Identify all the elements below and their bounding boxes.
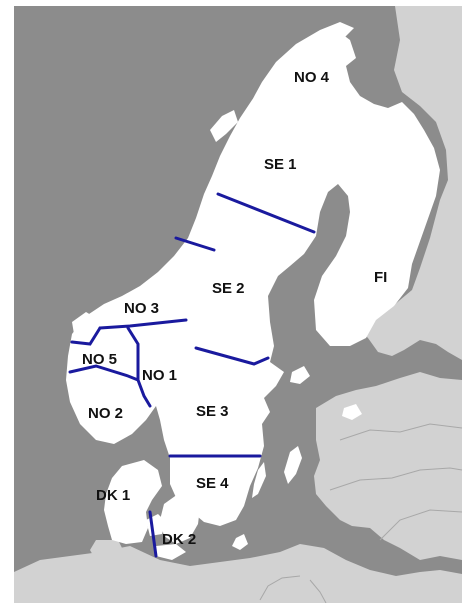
baltic-border-3: [379, 509, 463, 541]
foreign-land: [14, 6, 462, 603]
bornholm: [232, 534, 248, 550]
border-no5-no1: [126, 326, 140, 382]
zone-label-no2: NO 2: [88, 405, 123, 422]
zone-borders: [68, 192, 316, 558]
baltic-border-1: [339, 423, 463, 441]
foreign-borders: [259, 423, 463, 603]
border-se2-se3: [194, 346, 270, 366]
poland-germany-land: [14, 544, 462, 603]
germany-north-land: [90, 540, 126, 568]
zone-label-fi: FI: [374, 269, 387, 286]
zone-label-no3: NO 3: [124, 300, 159, 317]
zealand: [160, 494, 200, 544]
saaremaa: [342, 404, 362, 420]
baltic-border-2: [329, 467, 463, 491]
zone-label-se1: SE 1: [264, 156, 297, 173]
zone-label-no4: NO 4: [294, 69, 330, 86]
jutland: [104, 460, 162, 544]
norway-west-islands: [72, 312, 96, 334]
zone-label-no5: NO 5: [82, 351, 117, 368]
border-no4-no3: [174, 236, 216, 252]
border-no3-no5-west: [70, 326, 102, 346]
lolland: [156, 544, 186, 560]
oland: [252, 462, 266, 498]
border-no3-no5-no1: [98, 318, 188, 330]
poland-border: [259, 575, 301, 601]
border-dk1-dk2: [148, 510, 158, 558]
border-no5-no2: [68, 364, 152, 408]
germany-poland-border: [309, 579, 327, 603]
zone-label-se2: SE 2: [212, 280, 245, 297]
gotland: [284, 446, 302, 484]
scandinavia-landmass: [66, 28, 440, 526]
finnmark-coast: [250, 22, 354, 104]
border-se1-se2: [216, 192, 316, 234]
zone-label-dk2: DK 2: [162, 531, 196, 548]
lofoten-islands: [210, 110, 238, 142]
zone-label-dk1: DK 1: [96, 487, 130, 504]
zone-label-se4: SE 4: [196, 475, 229, 492]
zone-label-no1: NO 1: [142, 367, 177, 384]
nordic-land: [66, 22, 440, 560]
zone-label-se3: SE 3: [196, 403, 229, 420]
aland-islands: [290, 366, 310, 384]
zone-labels: NO 4 SE 1 SE 2 FI NO 3 NO 5 NO 1 NO 2 SE…: [82, 69, 387, 548]
russia-land: [360, 6, 462, 360]
